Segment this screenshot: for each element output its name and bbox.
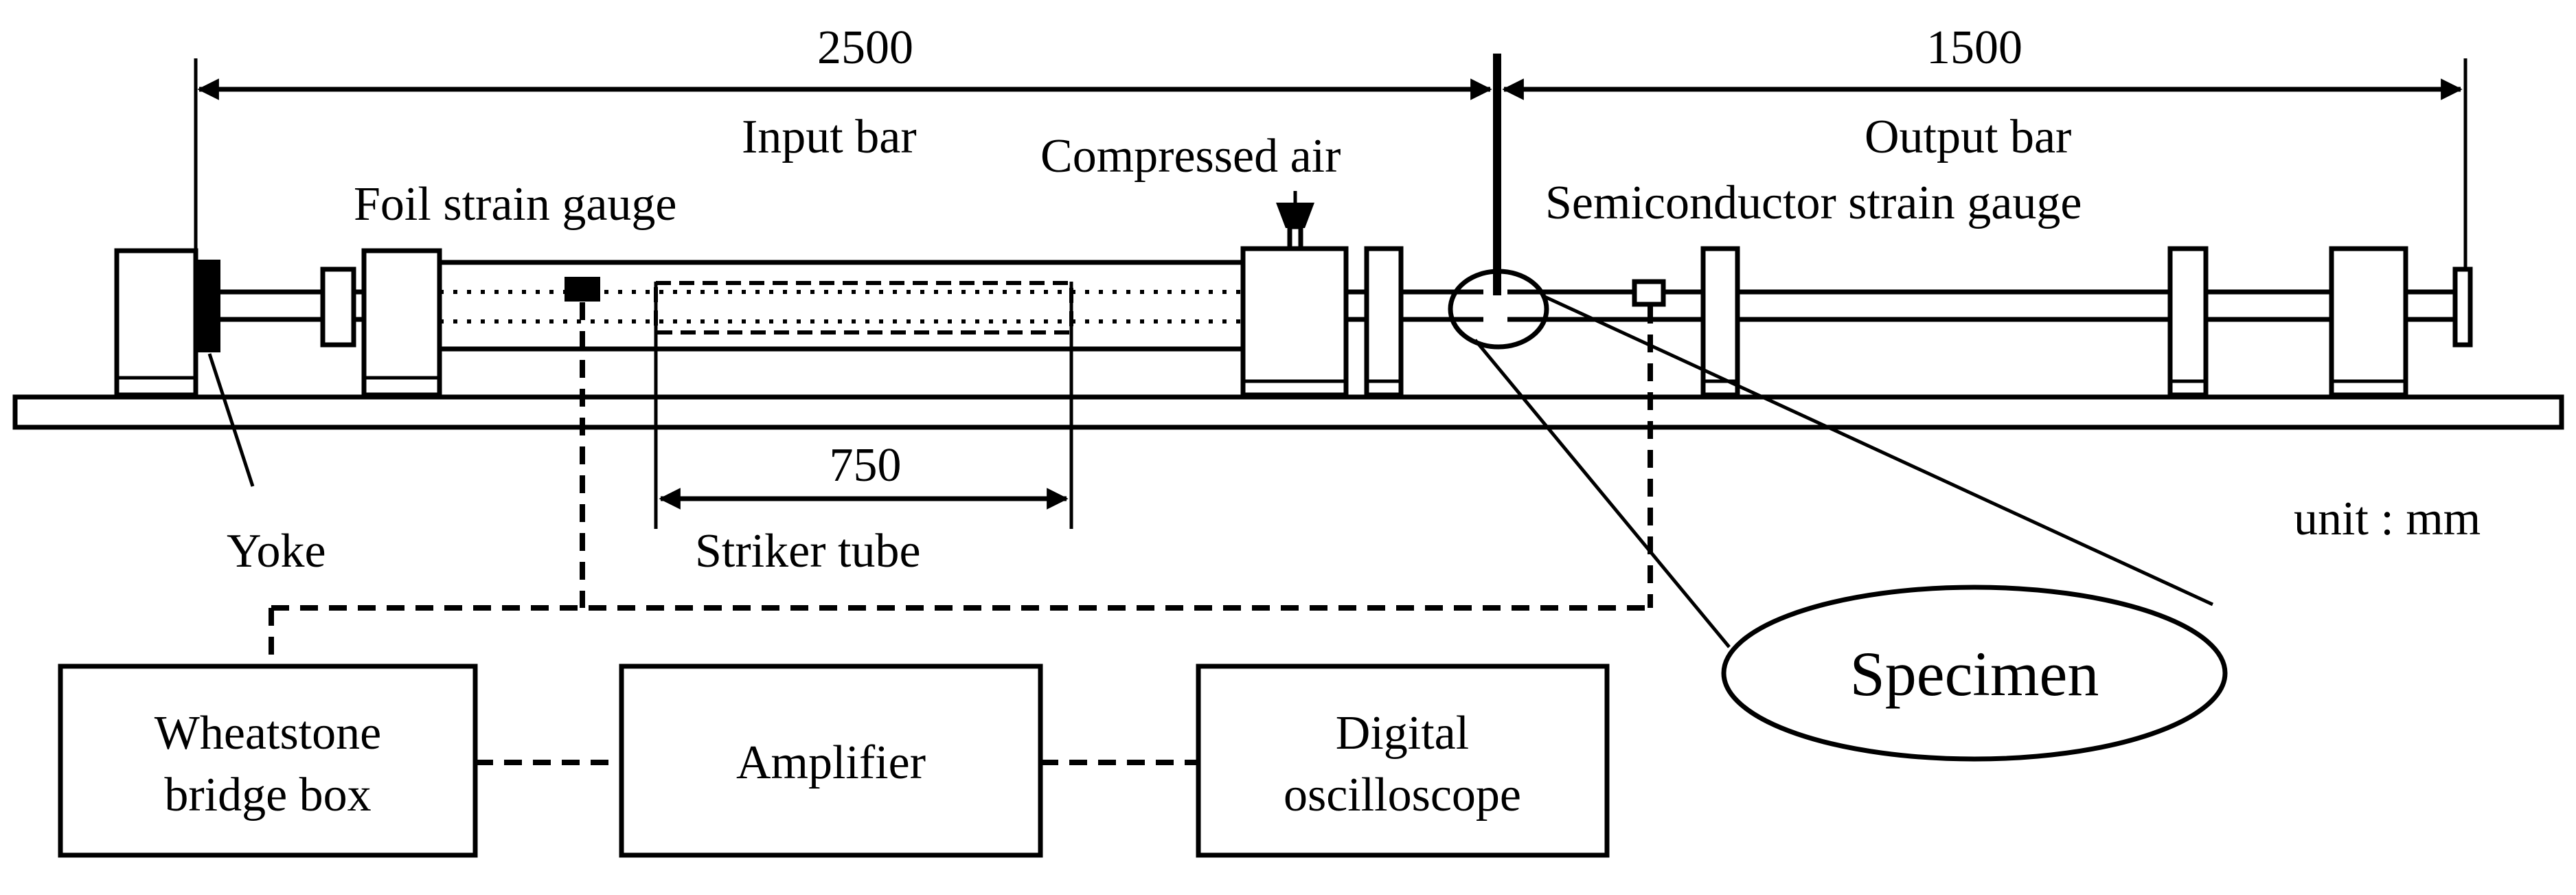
air-valve-stem — [1287, 224, 1303, 251]
unit-label: unit : mm — [2294, 492, 2481, 545]
striker-tube-label: Striker tube — [695, 525, 921, 578]
oscilloscope-label-line1: Digital — [1336, 707, 1469, 760]
compressed-air-label: Compressed air — [1040, 130, 1341, 183]
amplifier-label: Amplifier — [736, 736, 926, 789]
foil-strain-gauge-marker — [565, 277, 600, 302]
semiconductor-strain-gauge-marker — [1632, 279, 1666, 307]
specimen-highlight-circle — [1448, 269, 1549, 350]
dimension-input-bar: 2500 — [194, 21, 1492, 395]
yoke-block — [196, 260, 220, 352]
launcher-tube — [440, 260, 1243, 352]
input-bar-label: Input bar — [742, 111, 917, 163]
compressed-air-vessel — [1240, 246, 1349, 398]
yoke-leader-line — [207, 353, 255, 487]
foil-strain-gauge-label: Foil strain gauge — [354, 178, 676, 231]
air-nozzle-icon — [1276, 203, 1314, 228]
yoke-collar — [320, 267, 356, 348]
dimension-750-label: 750 — [830, 439, 902, 492]
base-rail — [12, 394, 2564, 430]
bridge-label-line2: bridge box — [164, 769, 371, 822]
dimension-output-bar: 1500 — [1502, 21, 2467, 288]
wheatstone-bridge-box: Wheatstone bridge box — [58, 664, 478, 858]
specimen-label: Specimen — [1850, 639, 2099, 709]
bridge-label-line1: Wheatstone — [155, 707, 381, 760]
support-block-left — [114, 248, 198, 398]
dimension-2500-label: 2500 — [817, 21, 913, 74]
support-block-input-1 — [361, 248, 442, 398]
support-block-output-3 — [2329, 246, 2408, 398]
dimension-striker: 750 — [654, 282, 1073, 529]
output-bar-end-stop — [2452, 267, 2473, 348]
specimen-callout-ellipse — [1721, 585, 2228, 762]
semiconductor-strain-gauge-label: Semiconductor strain gauge — [1545, 177, 2082, 229]
digital-oscilloscope-box: Digital oscilloscope — [1196, 664, 1610, 858]
yoke-label: Yoke — [227, 525, 326, 578]
dimension-1500-label: 1500 — [1926, 21, 2022, 74]
output-bar-label: Output bar — [1865, 111, 2071, 163]
oscilloscope-label-line2: oscilloscope — [1284, 769, 1521, 822]
signal-wiring — [269, 302, 1653, 765]
support-block-output-2 — [2167, 246, 2209, 398]
amplifier-box: Amplifier — [619, 664, 1043, 858]
support-block-input-2 — [1364, 246, 1404, 398]
